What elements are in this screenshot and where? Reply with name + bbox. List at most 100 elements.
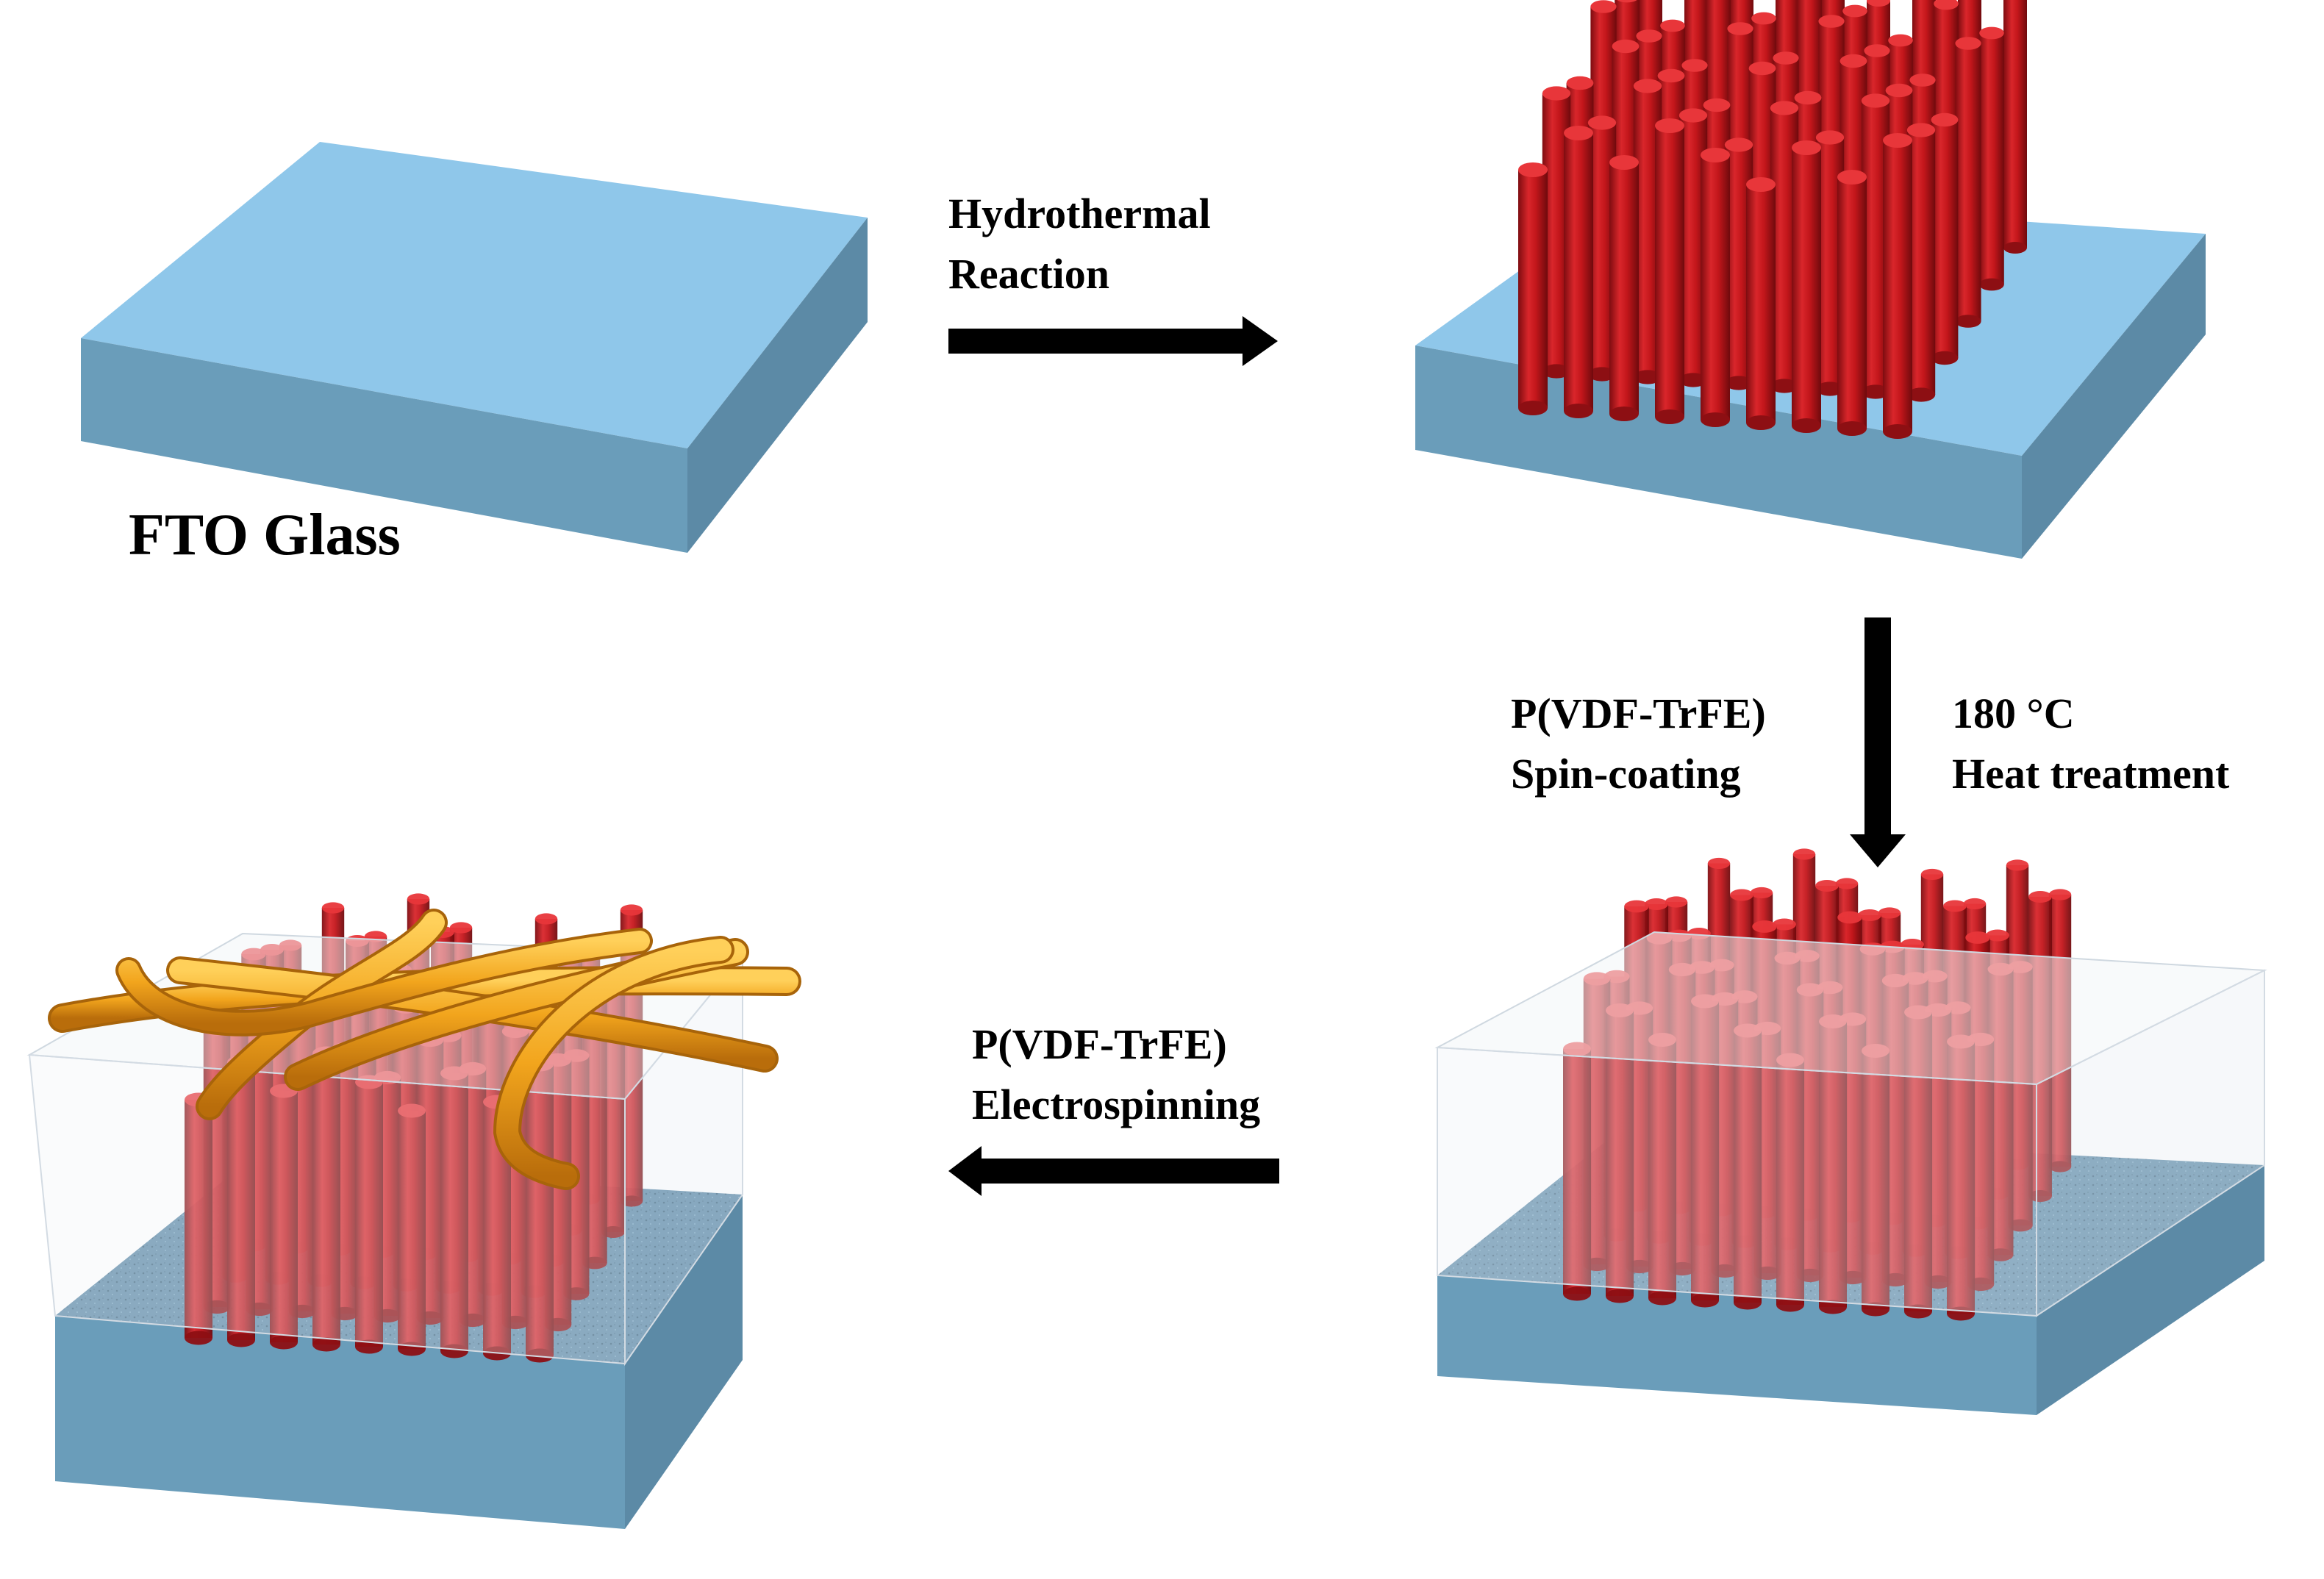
nanorod-cap <box>1587 115 1617 130</box>
nanorod <box>1655 126 1684 417</box>
nanorod <box>1883 140 1912 432</box>
nanorod-cap <box>1815 130 1845 145</box>
substrate-right-face <box>687 218 868 553</box>
nanorod-base <box>1883 424 1912 439</box>
step-label-line: Hydrothermal <box>948 190 1211 237</box>
nanorod-cap <box>1624 900 1649 913</box>
nanorod-base <box>1987 1248 2014 1261</box>
nanorod <box>1931 120 1959 358</box>
spin-coating-label: P(VDF-TrFE) Spin-coating <box>1511 684 1766 804</box>
nanorod-cap <box>1681 59 1708 72</box>
nanorod-cap <box>1773 51 1799 65</box>
nanorod-cap <box>1931 112 1959 127</box>
nanorod-cap <box>1750 887 1773 899</box>
nanorod-base <box>1563 1286 1591 1301</box>
nanorod-base <box>185 1331 212 1345</box>
nanorod <box>1837 177 1867 429</box>
nanorod-cap <box>398 1103 426 1118</box>
nanorod-base <box>1979 278 2004 291</box>
nanorod-cap <box>1792 848 1816 860</box>
nanorod <box>1776 1060 1804 1305</box>
nanorod-cap <box>1518 162 1548 177</box>
nanorod <box>1518 170 1548 408</box>
nanorod <box>2003 0 2027 248</box>
nanorod-cap <box>407 893 430 905</box>
nanorod <box>1648 1039 1676 1298</box>
nanorod-cap <box>1633 79 1662 93</box>
nanorod-cap <box>321 902 345 914</box>
step-label-line: Reaction <box>948 250 1110 298</box>
nanorod-base <box>1837 421 1867 436</box>
substrate-top-face <box>81 142 868 448</box>
nanorod-base <box>2008 1219 2033 1232</box>
fto-glass-label: FTO Glass <box>129 503 401 567</box>
nanorod <box>185 1100 212 1338</box>
nanorod-cap <box>1724 137 1753 152</box>
nanorod-base <box>2003 242 2027 254</box>
nanorod <box>1746 185 1776 423</box>
nanorod-cap <box>2048 889 2072 901</box>
nanorod-base <box>2048 1161 2072 1172</box>
nanorod-cap <box>1842 4 1867 18</box>
nanorod-cap <box>2028 891 2052 903</box>
nanorod-array-block <box>1415 0 2206 559</box>
nanorod <box>1609 162 1639 414</box>
nanofiber-mesh <box>48 909 801 1190</box>
nanorod-cap <box>1986 929 2009 942</box>
electrospun-fiber-block <box>26 893 801 1529</box>
nanorod-base <box>1609 407 1639 421</box>
hydrothermal-label: Hydrothermal Reaction <box>948 184 1211 304</box>
nanorod <box>440 1073 468 1351</box>
nanorod-cap <box>1636 29 1662 43</box>
nanorod <box>270 1091 298 1342</box>
nanorod-cap <box>1609 155 1639 170</box>
nanorod <box>1563 1049 1591 1294</box>
nanorod-cap <box>1617 0 1637 3</box>
nanorod-cap <box>1885 83 1913 98</box>
nanorod-cap <box>1792 140 1821 155</box>
nanorod-cap <box>1751 12 1776 25</box>
nanorod-cap <box>1815 880 1839 892</box>
nanorod-cap <box>1707 857 1731 870</box>
nanorod-cap <box>1701 148 1730 162</box>
nanorod <box>1792 148 1821 426</box>
nanorod-cap <box>1979 26 2004 40</box>
nanorod <box>1979 33 2004 284</box>
nanorod-base <box>1792 418 1821 433</box>
nanorod-base <box>440 1344 468 1358</box>
nanorod-cap <box>1934 0 1959 10</box>
nanorod-base <box>1734 1295 1762 1310</box>
nanorod-cap <box>1542 86 1571 101</box>
arrow-left-icon <box>948 1146 1279 1196</box>
nanorod-base <box>601 1226 625 1238</box>
nanorod-cap <box>1655 118 1684 133</box>
nanorod-base <box>1655 409 1684 424</box>
nanorod-cap <box>1612 39 1640 54</box>
step-label-line: P(VDF-TrFE) <box>972 1020 1227 1068</box>
nanorod-base <box>1906 387 1936 402</box>
nanorod-base <box>1542 364 1571 379</box>
nanorod-base <box>1633 370 1662 384</box>
nanorod-cap <box>1794 90 1822 105</box>
nanorod-cap <box>1837 170 1867 185</box>
nanorod-group <box>1518 0 2027 439</box>
nanorod <box>526 1064 554 1356</box>
nanorod-cap <box>1955 37 1981 50</box>
nanorod-base <box>1931 351 1959 365</box>
nanorod-cap <box>1878 907 1901 919</box>
nanorod-base <box>1564 404 1593 418</box>
nanorod-cap <box>1835 878 1859 889</box>
coated-nanorod-block <box>1434 848 2267 1415</box>
nanorod-cap <box>1906 123 1936 137</box>
nanorod-base <box>227 1333 255 1347</box>
nanorod-base <box>1724 376 1753 390</box>
arrow-right-icon <box>948 316 1278 366</box>
nanorod <box>227 1062 255 1340</box>
nanorod-base <box>1587 367 1617 382</box>
nanorod-base <box>1861 384 1890 399</box>
nanorod-cap <box>1864 44 1890 57</box>
nanorod <box>1955 43 1981 321</box>
nanorod-cap <box>1678 108 1708 123</box>
nanofiber <box>496 939 732 1187</box>
nanorod-cap <box>1837 911 1862 924</box>
